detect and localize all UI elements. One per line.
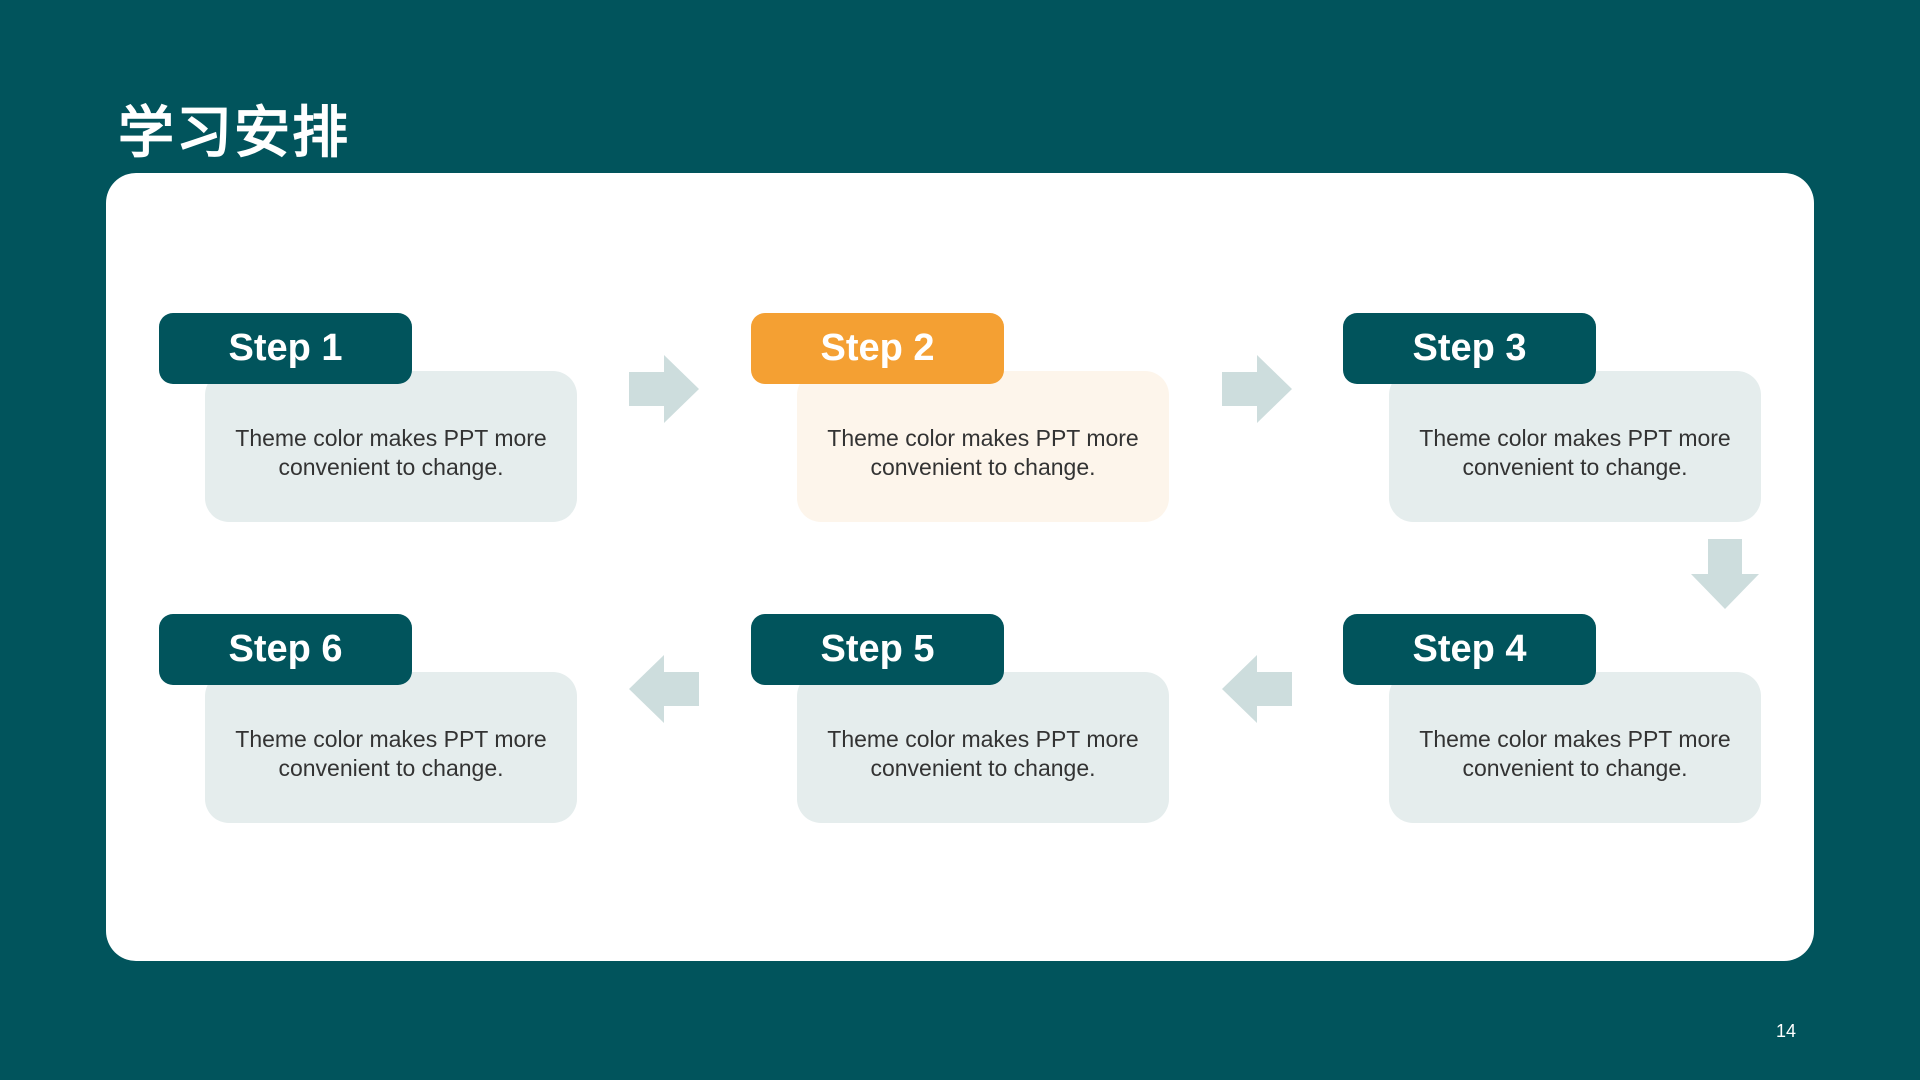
step-2: Theme color makes PPT more convenient to… bbox=[751, 313, 1171, 523]
step-4: Theme color makes PPT more convenient to… bbox=[1343, 614, 1763, 824]
step-4-description: Theme color makes PPT more convenient to… bbox=[1419, 725, 1731, 781]
arrow-1-2-shape bbox=[629, 355, 699, 423]
step-6-description: Theme color makes PPT more convenient to… bbox=[235, 725, 547, 781]
step-6-card: Theme color makes PPT more convenient to… bbox=[205, 672, 577, 823]
arrow-5-6-shape bbox=[629, 655, 699, 723]
step-3-description: Theme color makes PPT more convenient to… bbox=[1419, 424, 1731, 480]
arrow-right-icon bbox=[1222, 355, 1292, 423]
step-6: Theme color makes PPT more convenient to… bbox=[159, 614, 579, 824]
step-3-card: Theme color makes PPT more convenient to… bbox=[1389, 371, 1761, 522]
arrow-2-3-shape bbox=[1222, 355, 1292, 423]
page-number: 14 bbox=[1776, 1021, 1797, 1041]
step-2-badge: Step 2 bbox=[751, 313, 1004, 384]
content-panel bbox=[106, 173, 1814, 961]
step-2-card: Theme color makes PPT more convenient to… bbox=[797, 371, 1169, 522]
arrow-4-5-shape bbox=[1222, 655, 1292, 723]
arrow-left-icon bbox=[629, 655, 699, 723]
step-2-description: Theme color makes PPT more convenient to… bbox=[827, 424, 1139, 480]
step-4-badge: Step 4 bbox=[1343, 614, 1596, 685]
step-3: Theme color makes PPT more convenient to… bbox=[1343, 313, 1763, 523]
slide-title: 学习安排 bbox=[118, 101, 350, 166]
step-5-card: Theme color makes PPT more convenient to… bbox=[797, 672, 1169, 823]
arrow-down-icon bbox=[1691, 539, 1759, 609]
arrow-left-icon bbox=[1222, 655, 1292, 723]
step-1-card: Theme color makes PPT more convenient to… bbox=[205, 371, 577, 522]
step-5: Theme color makes PPT more convenient to… bbox=[751, 614, 1171, 824]
step-1: Theme color makes PPT more convenient to… bbox=[159, 313, 579, 523]
step-1-badge: Step 1 bbox=[159, 313, 412, 384]
step-4-card: Theme color makes PPT more convenient to… bbox=[1389, 672, 1761, 823]
step-5-badge: Step 5 bbox=[751, 614, 1004, 685]
step-6-badge: Step 6 bbox=[159, 614, 412, 685]
arrow-3-4-shape bbox=[1691, 539, 1759, 609]
step-3-badge: Step 3 bbox=[1343, 313, 1596, 384]
arrow-right-icon bbox=[629, 355, 699, 423]
step-1-description: Theme color makes PPT more convenient to… bbox=[235, 424, 547, 480]
step-5-description: Theme color makes PPT more convenient to… bbox=[827, 725, 1139, 781]
